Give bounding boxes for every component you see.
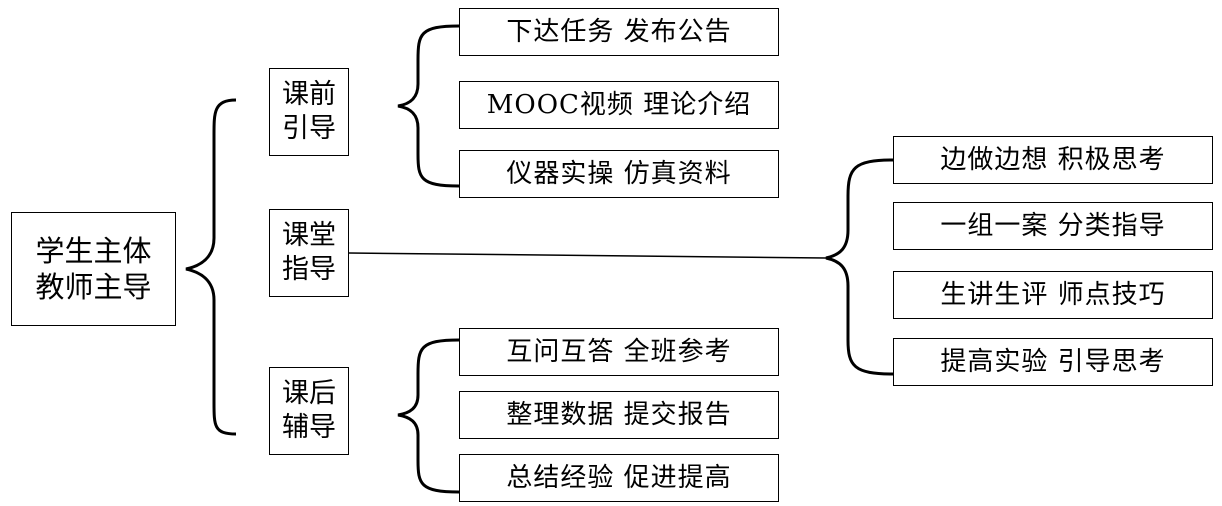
stage-postclass-line1: 课后 <box>282 378 336 410</box>
postclass-item-text: 整理数据 提交报告 <box>506 399 732 430</box>
root-line2: 教师主导 <box>35 270 152 304</box>
preclass-item: 仪器实操 仿真资料 <box>459 150 779 198</box>
root-brace <box>185 98 237 436</box>
stage-postclass: 课后 辅导 <box>269 367 349 455</box>
root-line1: 学生主体 <box>35 233 152 268</box>
inclass-item: 生讲生评 师点技巧 <box>893 271 1213 319</box>
preclass-item-text: MOOC视频 理论介绍 <box>486 89 752 120</box>
preclass-item: 下达任务 发布公告 <box>459 8 779 56</box>
inclass-item-text: 边做边想 积极思考 <box>940 144 1166 175</box>
preclass-brace <box>397 24 460 188</box>
preclass-item: MOOC视频 理论介绍 <box>459 81 779 129</box>
inclass-item: 提高实验 引导思考 <box>893 338 1213 386</box>
inclass-item-text: 提高实验 引导思考 <box>940 346 1166 377</box>
stage-inclass-line2: 指导 <box>282 254 336 285</box>
inclass-item: 一组一案 分类指导 <box>893 202 1213 250</box>
postclass-item: 整理数据 提交报告 <box>459 391 779 439</box>
stage-postclass-line2: 辅导 <box>282 412 336 443</box>
postclass-item-text: 总结经验 促进提高 <box>506 462 732 493</box>
postclass-item: 总结经验 促进提高 <box>459 454 779 502</box>
stage-inclass: 课堂 指导 <box>269 209 349 297</box>
postclass-brace <box>397 338 460 494</box>
inclass-brace <box>825 158 894 376</box>
postclass-item: 互问互答 全班参考 <box>459 328 779 376</box>
stage-inclass-line1: 课堂 <box>282 220 336 252</box>
inclass-connector-line <box>348 252 827 259</box>
preclass-item-text: 下达任务 发布公告 <box>506 16 732 47</box>
root-node: 学生主体 教师主导 <box>11 212 176 326</box>
stage-preclass-line2: 引导 <box>282 113 336 144</box>
inclass-item-text: 生讲生评 师点技巧 <box>940 279 1166 310</box>
inclass-item-text: 一组一案 分类指导 <box>940 210 1166 241</box>
preclass-item-text: 仪器实操 仿真资料 <box>506 158 732 189</box>
stage-preclass-line1: 课前 <box>282 79 336 111</box>
postclass-item-text: 互问互答 全班参考 <box>506 336 732 367</box>
stage-preclass: 课前 引导 <box>269 68 349 156</box>
inclass-item: 边做边想 积极思考 <box>893 136 1213 184</box>
